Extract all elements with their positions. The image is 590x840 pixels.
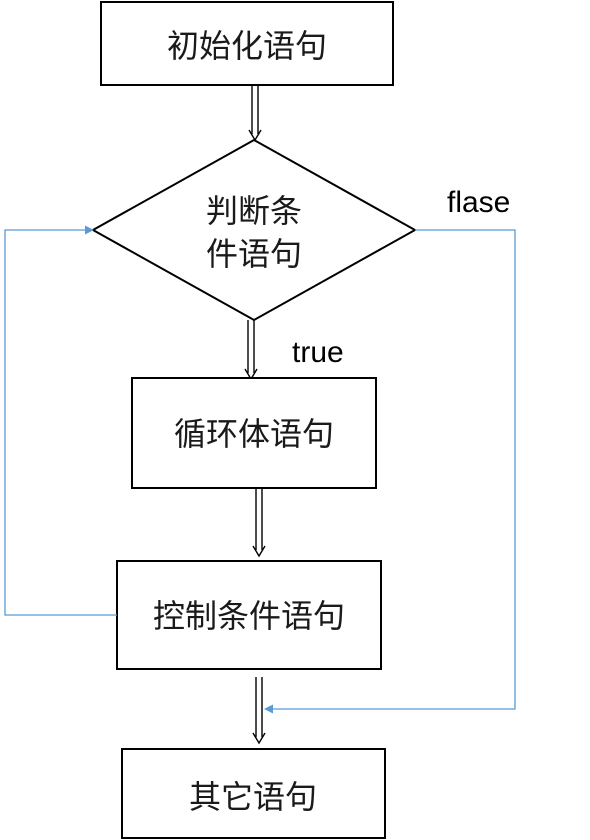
node-other: 其它语句 bbox=[121, 748, 386, 839]
edge-condition-false bbox=[264, 229, 516, 714]
edge-label-true: true bbox=[292, 336, 344, 369]
node-init: 初始化语句 bbox=[100, 1, 394, 86]
node-init-label: 初始化语句 bbox=[167, 27, 327, 65]
node-condition-label-line1: 判断条 bbox=[206, 192, 302, 230]
node-body: 循环体语句 bbox=[131, 377, 377, 489]
node-other-label: 其它语句 bbox=[189, 778, 317, 816]
edge-control-to-other bbox=[252, 677, 266, 745]
node-condition: 判断条 件语句 bbox=[90, 138, 418, 322]
edge-label-false: flase bbox=[447, 186, 510, 219]
node-control-box bbox=[116, 560, 382, 670]
node-condition-diamond bbox=[90, 138, 418, 322]
node-body-label: 循环体语句 bbox=[174, 415, 334, 453]
node-condition-label-line2: 件语句 bbox=[206, 235, 302, 273]
edge-condition-to-body bbox=[244, 320, 258, 381]
edge-body-to-control bbox=[252, 488, 266, 558]
node-other-box bbox=[121, 748, 386, 839]
node-body-box bbox=[131, 377, 377, 489]
node-control: 控制条件语句 bbox=[116, 560, 382, 670]
edge-init-to-condition bbox=[248, 85, 262, 142]
node-init-box bbox=[100, 1, 394, 86]
edge-control-loop-back bbox=[4, 225, 117, 616]
node-control-label: 控制条件语句 bbox=[153, 597, 345, 635]
